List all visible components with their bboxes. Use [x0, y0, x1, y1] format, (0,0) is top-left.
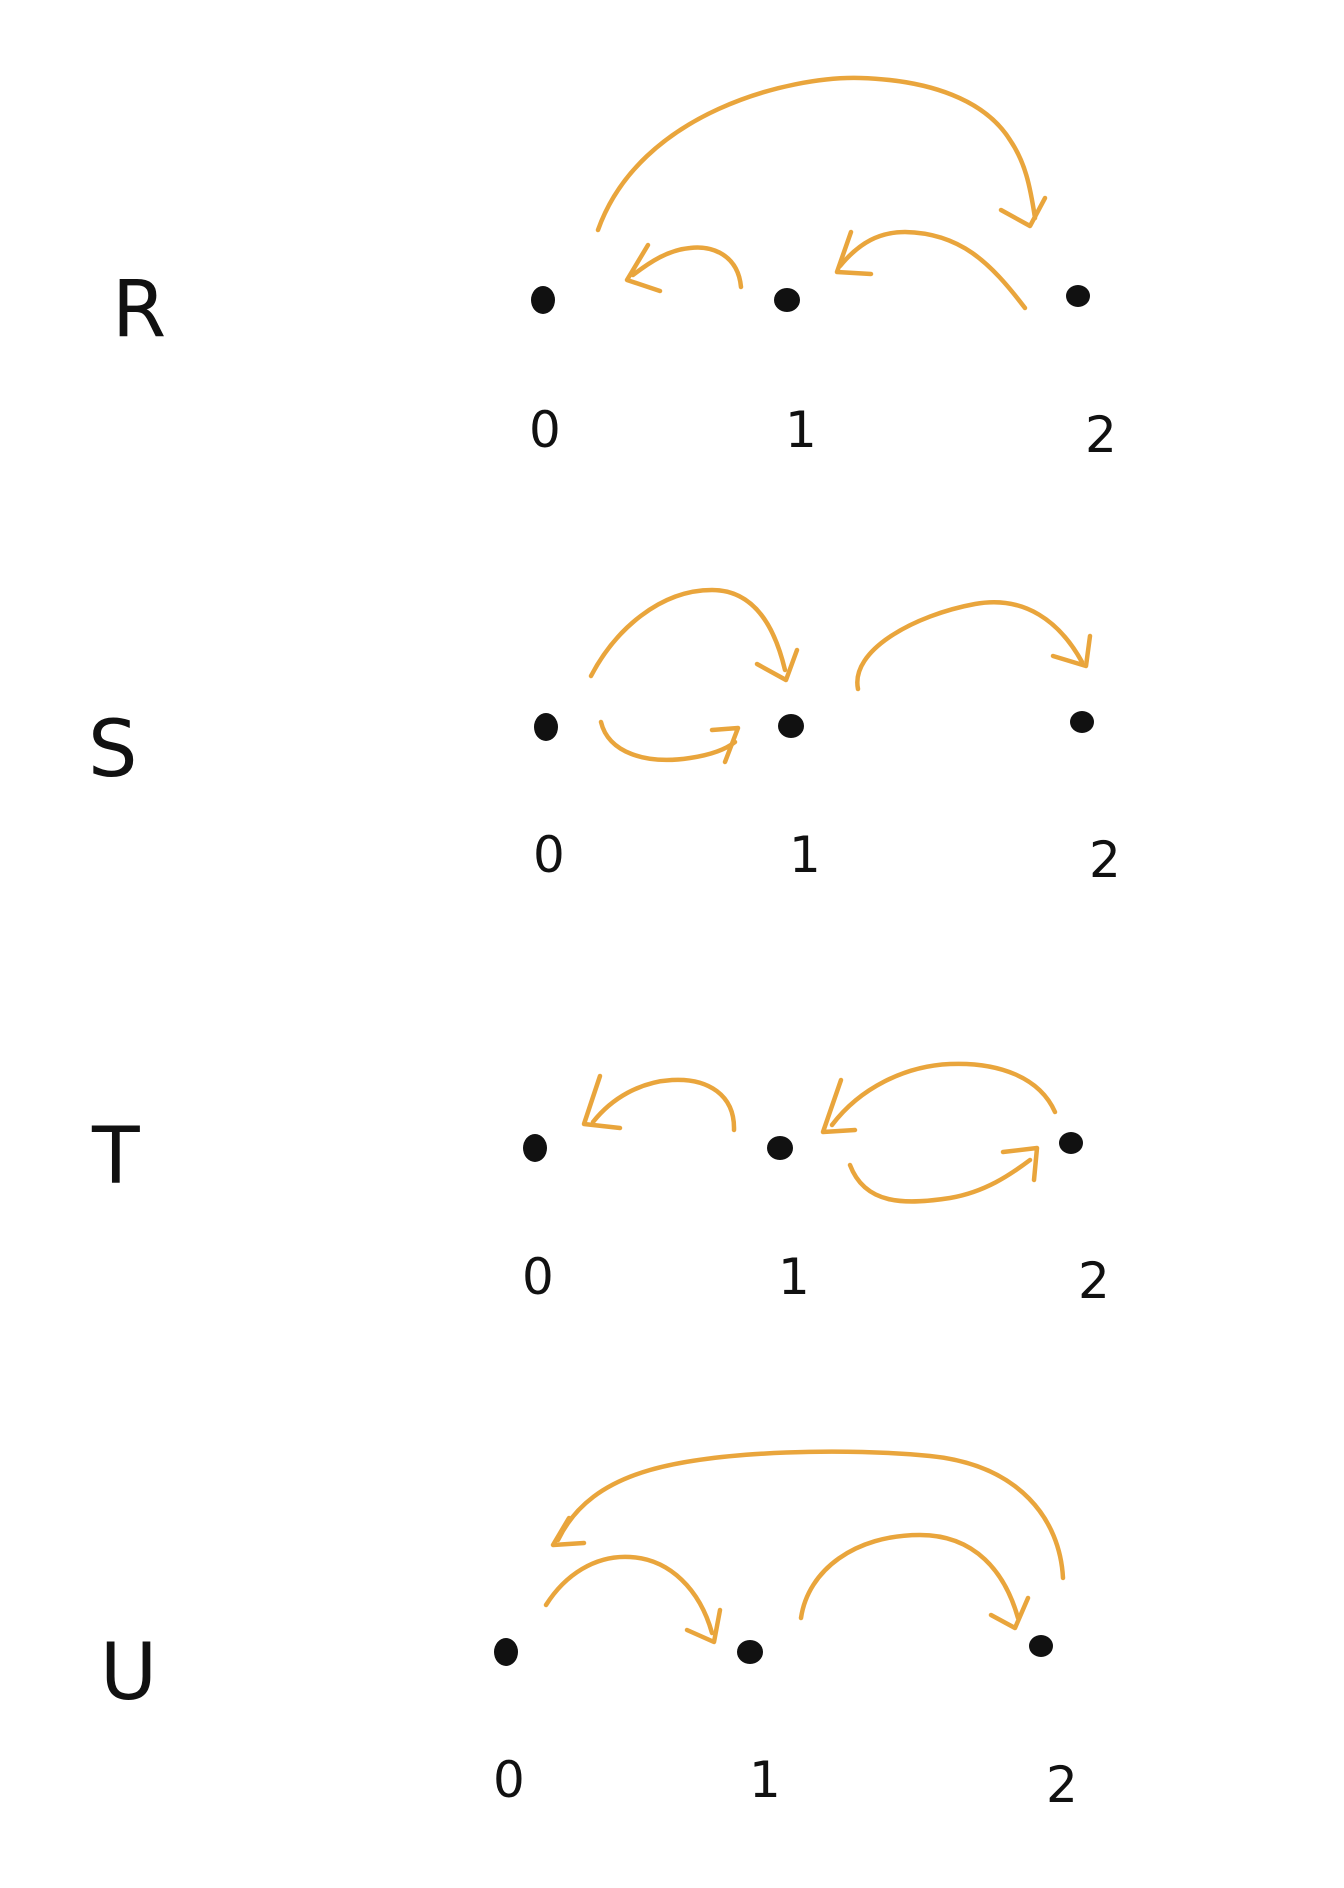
relation-row-r: R 0 1 2 [112, 75, 1117, 464]
edge-arrow-0-to-1 [598, 719, 738, 763]
edge-arrowhead [754, 647, 800, 683]
relation-row-u: U 0 1 2 [100, 1449, 1078, 1814]
node-dot-1 [767, 1136, 793, 1160]
edge-arrow-1-to-2 [855, 600, 1085, 692]
edge-arrowhead [624, 242, 663, 294]
edge-arrow-1-to-0 [630, 245, 744, 290]
edge-arrowhead [581, 1073, 623, 1131]
node-label-0: 0 [522, 1248, 554, 1306]
edge-arrowhead [709, 725, 741, 765]
edge-arrow-0-to-2 [595, 75, 1038, 233]
node-label-2: 2 [1078, 1252, 1110, 1310]
edge-arrowhead [684, 1607, 723, 1645]
relation-row-t: T 0 1 2 [91, 1061, 1110, 1310]
node-dot-1 [778, 714, 804, 738]
node-label-1: 1 [785, 401, 817, 459]
edge-arrowhead [550, 1515, 587, 1548]
node-dot-2 [1066, 285, 1090, 307]
relation-label-s: S [88, 705, 138, 795]
node-dot-0 [534, 713, 558, 741]
node-dot-2 [1029, 1635, 1053, 1657]
node-label-1: 1 [789, 826, 821, 884]
node-dot-2 [1070, 711, 1094, 733]
node-label-1: 1 [749, 1751, 781, 1809]
relation-label-r: R [112, 265, 166, 355]
node-dot-0 [494, 1638, 518, 1666]
node-label-0: 0 [493, 1751, 525, 1809]
edge-arrow-1-to-2 [847, 1157, 1033, 1204]
node-label-2: 2 [1089, 831, 1121, 889]
node-label-1: 1 [778, 1248, 810, 1306]
edge-arrowhead [820, 1077, 858, 1135]
edge-arrow-1-to-2 [798, 1532, 1021, 1621]
node-dot-2 [1059, 1132, 1083, 1154]
edge-arrowhead [1050, 633, 1093, 669]
node-label-2: 2 [1046, 1756, 1078, 1814]
node-dot-0 [523, 1134, 547, 1162]
edge-arrowhead [834, 229, 874, 277]
node-label-0: 0 [533, 826, 565, 884]
edge-arrow-1-to-0 [590, 1077, 737, 1133]
relation-label-u: U [100, 1628, 157, 1718]
relation-label-t: T [91, 1112, 140, 1202]
edge-arrow-2-to-1 [837, 229, 1028, 311]
edge-arrow-2-to-0 [555, 1449, 1066, 1581]
node-dot-1 [737, 1640, 763, 1664]
edge-arrowhead [998, 195, 1048, 229]
edge-arrow-0-to-1 [588, 587, 788, 679]
edge-arrowhead [1000, 1145, 1040, 1183]
node-label-2: 2 [1085, 406, 1117, 464]
node-dot-1 [774, 288, 800, 312]
edge-arrow-0-to-1 [543, 1554, 715, 1636]
relation-row-s: S 0 1 2 [88, 587, 1121, 889]
edge-arrow-2-to-1 [829, 1061, 1058, 1128]
edge-arrowhead [988, 1595, 1031, 1631]
node-label-0: 0 [529, 401, 561, 459]
node-dot-0 [531, 286, 555, 314]
